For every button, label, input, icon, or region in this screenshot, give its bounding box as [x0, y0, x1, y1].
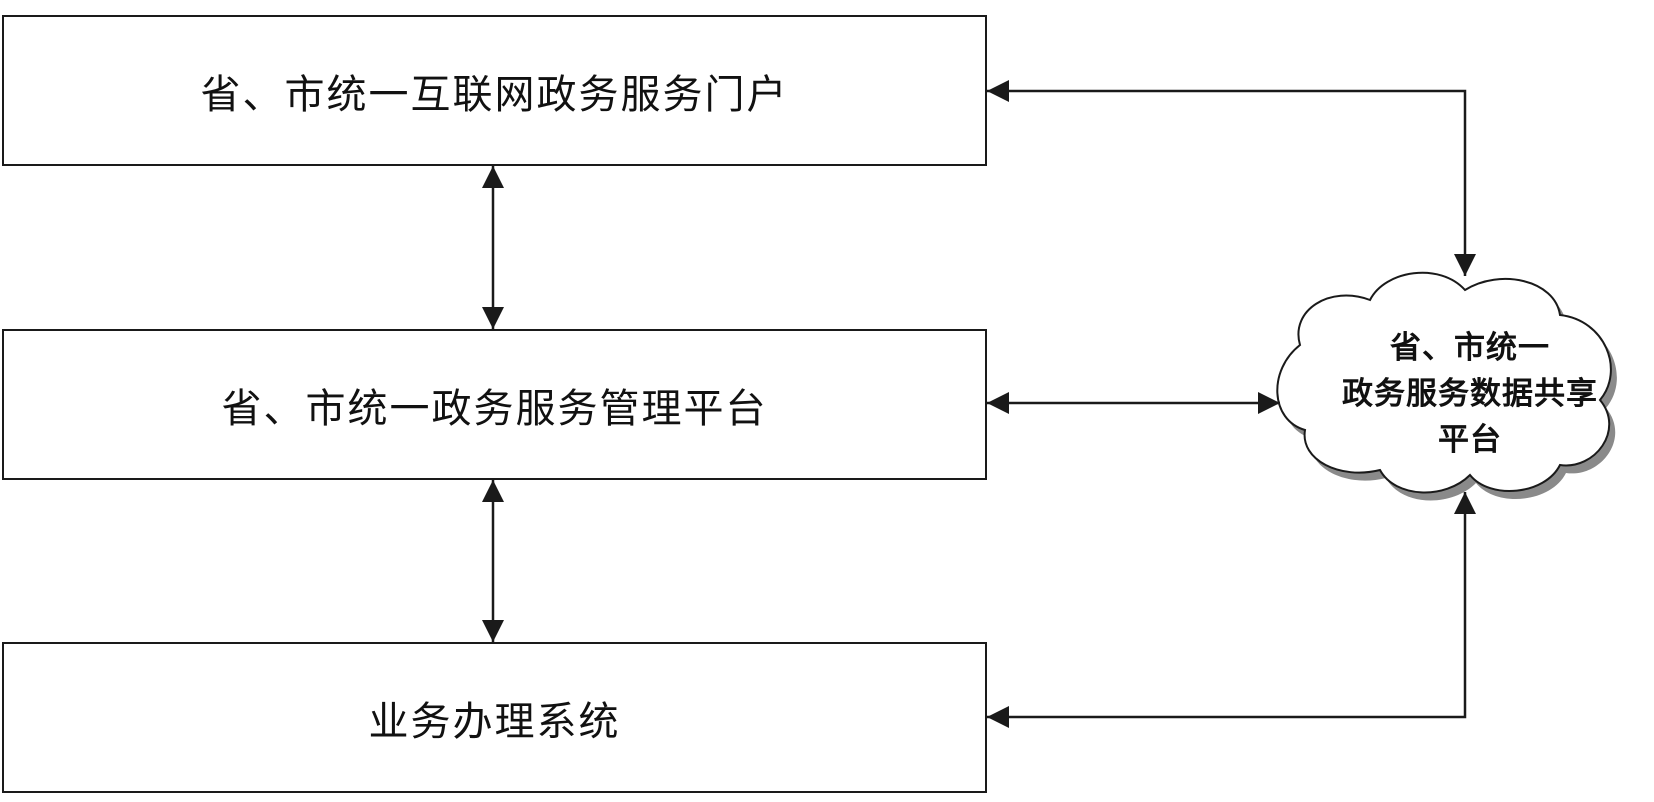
arrow-portal-cloud [987, 80, 1476, 276]
portal-box: 省、市统一互联网政务服务门户 [2, 15, 987, 166]
cloud-label-line3: 平台 [1438, 422, 1502, 458]
management-platform-box: 省、市统一政务服务管理平台 [2, 329, 987, 480]
cloud-label-line2: 政务服务数据共享 [1342, 376, 1598, 412]
arrow-handling-cloud [987, 492, 1476, 728]
management-label: 省、市统一政务服务管理平台 [221, 385, 768, 432]
cloud-label-line1: 省、市统一 [1390, 330, 1550, 366]
business-handling-box: 业务办理系统 [2, 642, 987, 793]
handling-label: 业务办理系统 [368, 698, 621, 745]
portal-label: 省、市统一互联网政务服务门户 [200, 71, 789, 118]
cloud-label: 省、市统一 政务服务数据共享 平台 [1290, 325, 1650, 463]
